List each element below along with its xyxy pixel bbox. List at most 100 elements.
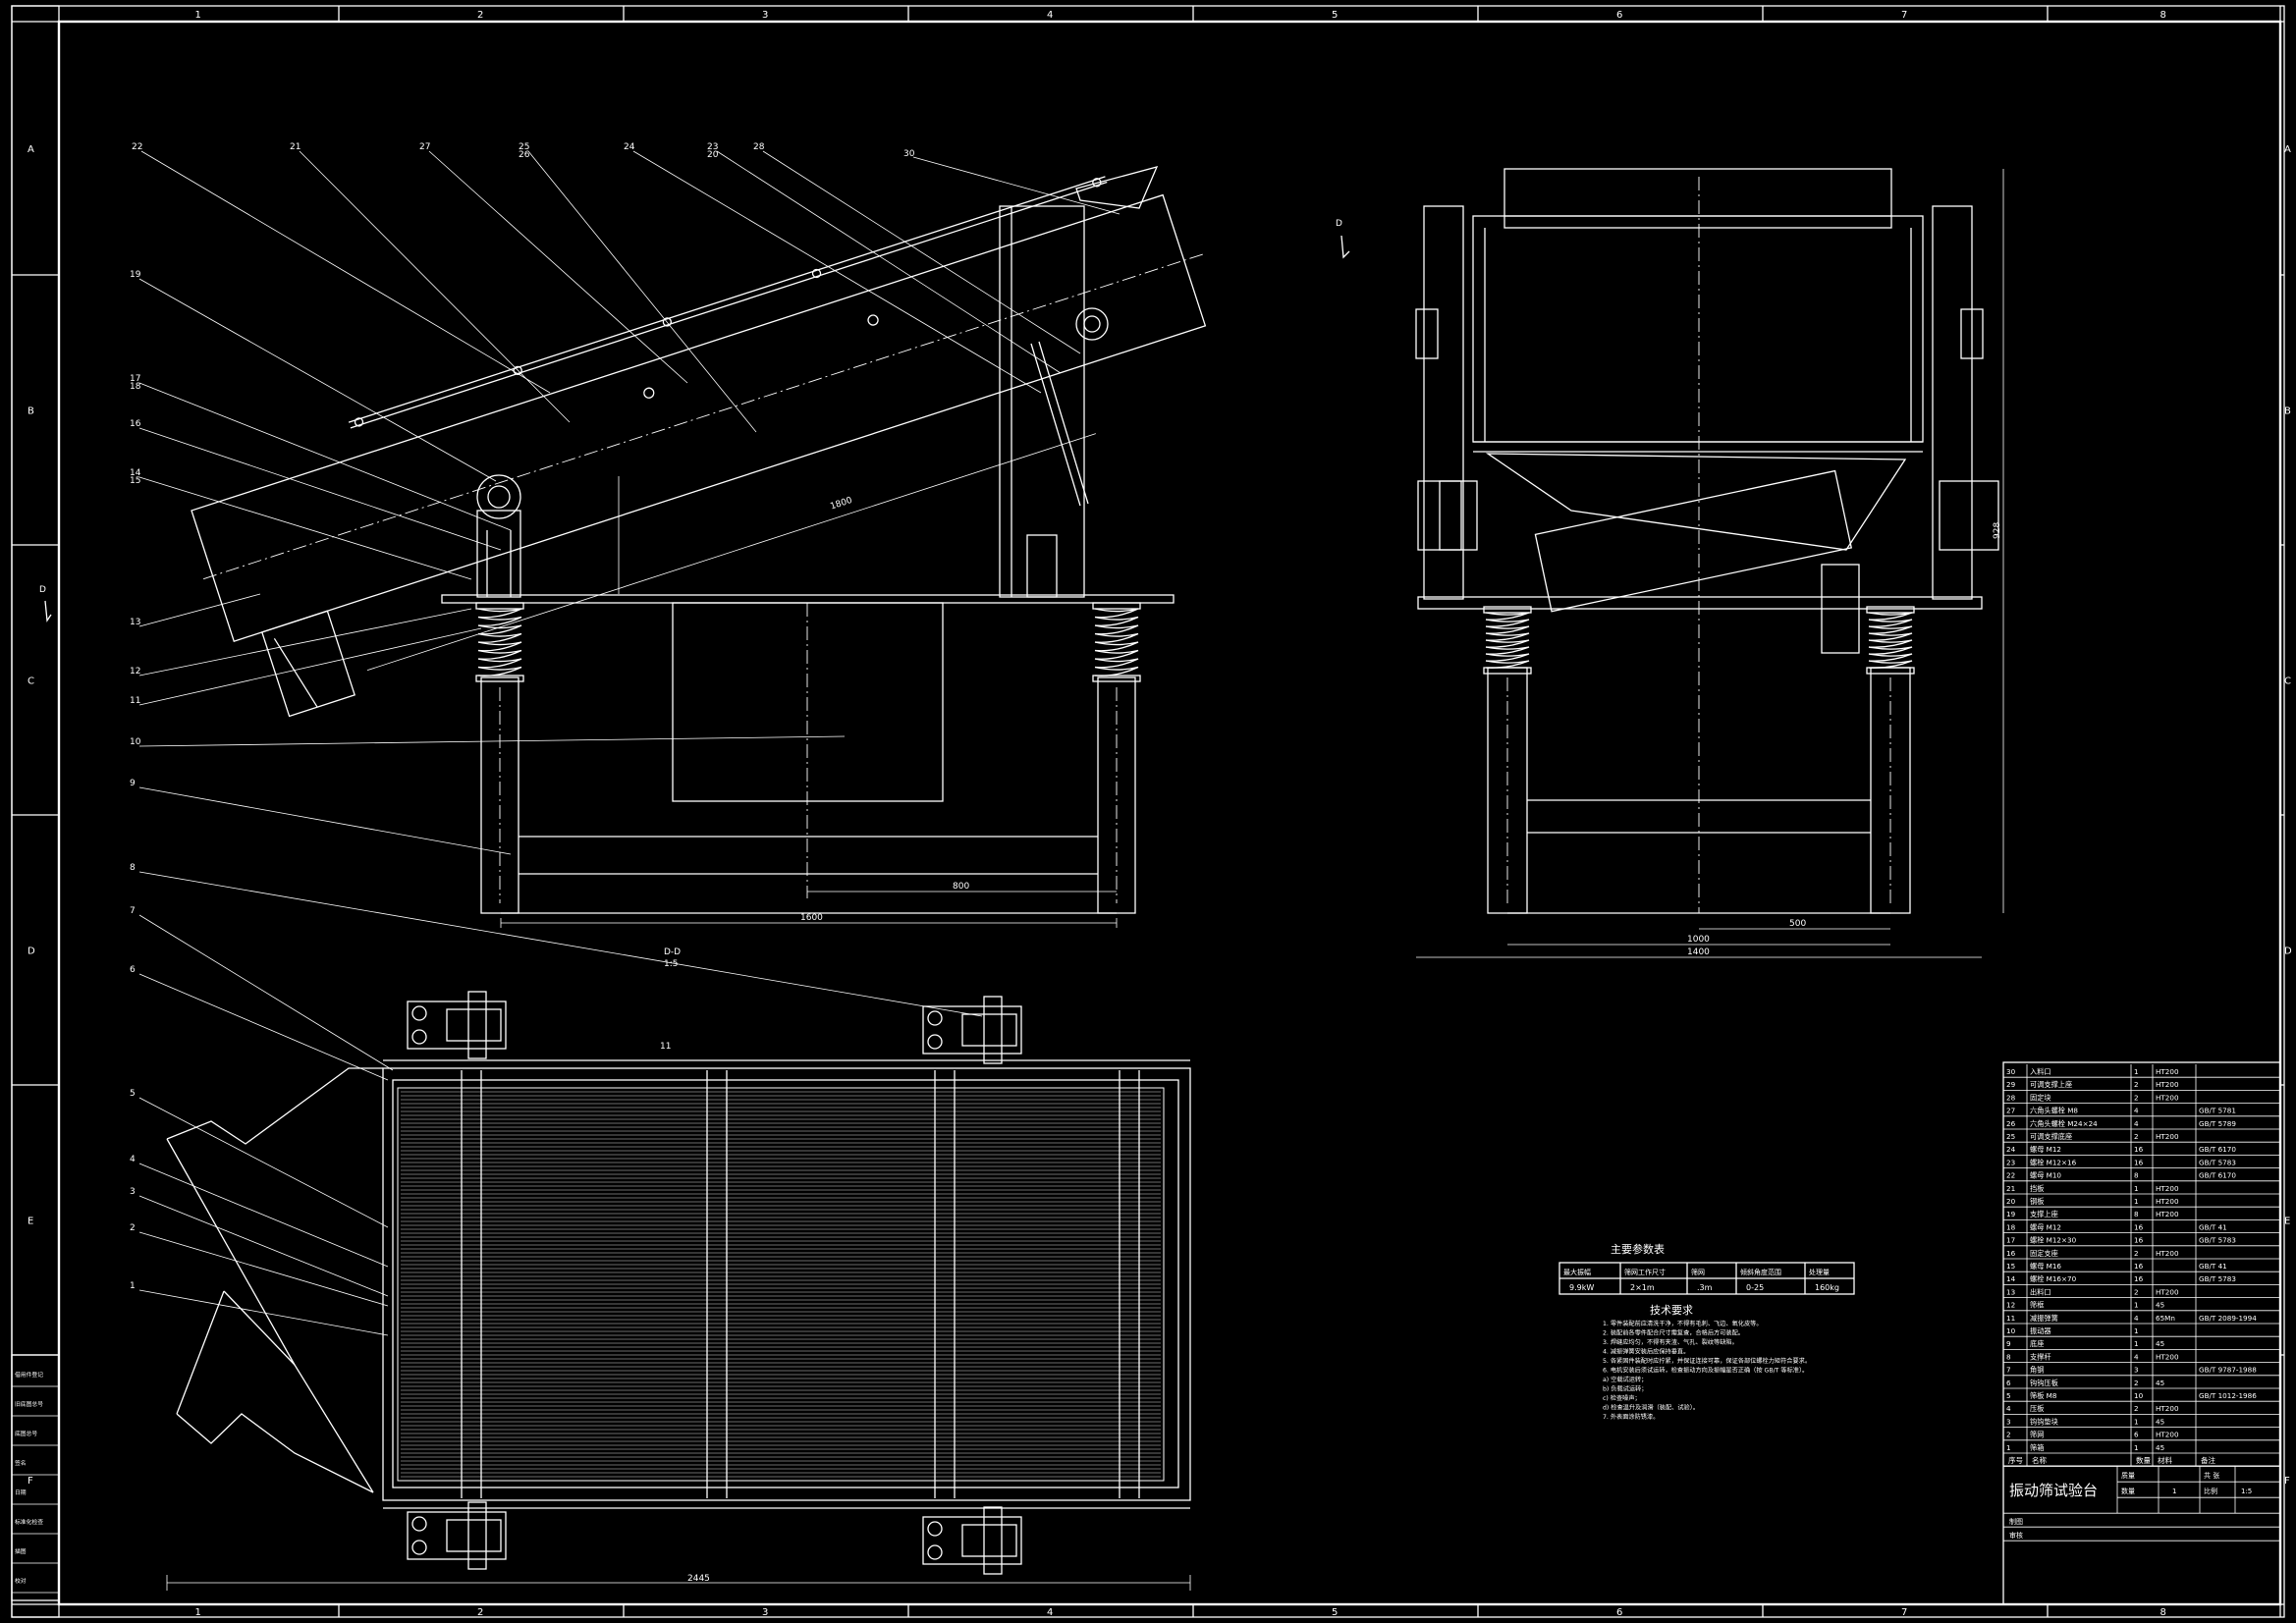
col-label-top-7: 7	[1901, 10, 1907, 21]
row-label-left-B: B	[27, 406, 34, 417]
tb-count-label: 数量	[2121, 1487, 2135, 1495]
tb-sign-1: 审核	[2009, 1531, 2023, 1540]
bom-r19-c3: HT200	[2156, 1210, 2179, 1218]
tech-note-line-7: b) 负载试运转；	[1603, 1385, 1647, 1393]
bom-r11-c3: 65Mn	[2156, 1314, 2175, 1323]
params-header-0: 最大振幅	[1563, 1268, 1591, 1276]
side-section-mark: D	[39, 585, 46, 595]
bom-r2-c2: 6	[2134, 1431, 2139, 1439]
tb-weight-label: 质量	[2121, 1471, 2135, 1480]
bom-header-2: 数量	[2136, 1455, 2152, 1465]
bom-r16-c0: 16	[2006, 1249, 2016, 1258]
bom-r27-c0: 27	[2006, 1107, 2015, 1115]
rev-label-1: 旧底图总号	[15, 1400, 43, 1408]
balloon-20: 20	[707, 150, 719, 160]
col-label-top-2: 2	[477, 10, 483, 21]
plan-view: D-D 1:5 2445 11	[166, 947, 1191, 1591]
bom-r24-c4: GB/T 6170	[2199, 1145, 2236, 1154]
row-label-right-F: F	[2284, 1476, 2290, 1487]
bom-header-3: 材料	[2158, 1455, 2173, 1465]
bom-r1-c2: 1	[2134, 1443, 2139, 1452]
balloon-7: 7	[130, 906, 136, 916]
bom-r28-c1: 固定块	[2030, 1093, 2051, 1102]
bom-r12-c1: 筛框	[2030, 1301, 2044, 1310]
bom-r23-c0: 23	[2006, 1158, 2015, 1166]
balloon-17: 17	[130, 374, 140, 384]
params-value-2: .3m	[1697, 1283, 1713, 1292]
bom-r7-c4: GB/T 9787-1988	[2199, 1366, 2257, 1375]
balloon-28: 28	[753, 142, 765, 152]
balloon-14: 14	[130, 468, 141, 478]
bom-r8-c0: 8	[2006, 1352, 2011, 1361]
bom-r8-c1: 支撑杆	[2030, 1352, 2051, 1361]
end-dim-overall: 1400	[1687, 947, 1710, 957]
tech-note-line-9: d) 检查温升及润滑（装配、试验）。	[1603, 1404, 1699, 1412]
end-dim-inner: 1000	[1687, 935, 1710, 945]
bom-r7-c2: 3	[2134, 1366, 2139, 1375]
bom-r30-c2: 1	[2134, 1067, 2139, 1076]
plan-callout-11: 11	[660, 1042, 671, 1052]
bom-r2-c3: HT200	[2156, 1431, 2179, 1439]
bom-r28-c3: HT200	[2156, 1093, 2179, 1102]
bom-r28-c2: 2	[2134, 1093, 2139, 1102]
bom-r19-c1: 支撑上座	[2030, 1210, 2058, 1218]
balloon-21: 21	[290, 142, 301, 152]
rev-label-5: 标准化检查	[15, 1518, 43, 1526]
params-value-4: 160kg	[1815, 1283, 1839, 1292]
bom-r7-c1: 角钢	[2030, 1366, 2044, 1375]
col-label-bottom-8: 8	[2160, 1607, 2166, 1618]
bom-r21-c2: 1	[2134, 1184, 2139, 1193]
bom-r13-c3: HT200	[2156, 1287, 2179, 1296]
balloon-16: 16	[130, 419, 141, 429]
bom-r27-c4: GB/T 5781	[2199, 1107, 2236, 1115]
bom-r13-c0: 13	[2006, 1287, 2015, 1296]
bom-r1-c3: 45	[2156, 1443, 2164, 1452]
bom-r14-c4: GB/T 5783	[2199, 1274, 2236, 1283]
bom-r25-c0: 25	[2006, 1132, 2015, 1141]
bom-r24-c0: 24	[2006, 1145, 2016, 1154]
row-label-right-E: E	[2284, 1217, 2290, 1227]
bom-r23-c2: 16	[2134, 1158, 2144, 1166]
tb-count-value: 1	[2172, 1488, 2176, 1495]
bom-r16-c1: 固定支座	[2030, 1249, 2058, 1258]
bom-header-4: 备注	[2201, 1455, 2216, 1465]
bom-r22-c2: 8	[2134, 1171, 2139, 1180]
bom-r9-c2: 1	[2134, 1339, 2139, 1348]
bom-r30-c3: HT200	[2156, 1067, 2179, 1076]
bom-r9-c3: 45	[2156, 1339, 2164, 1348]
balloon-27: 27	[419, 142, 430, 152]
bom-r18-c2: 16	[2134, 1222, 2144, 1231]
bom-r21-c0: 21	[2006, 1184, 2015, 1193]
tech-note-line-3: 4. 减振弹簧安装后应保持垂直。	[1603, 1348, 1689, 1356]
bom-r6-c1: 钩钩压板	[2030, 1379, 2058, 1387]
bom-r25-c1: 可调支撑底座	[2030, 1132, 2072, 1141]
plan-dim-length: 2445	[687, 1574, 710, 1584]
bom-r20-c0: 20	[2006, 1197, 2016, 1206]
balloon-13: 13	[130, 618, 140, 627]
screen-mesh	[397, 1087, 1165, 1482]
bom-r11-c2: 4	[2134, 1314, 2139, 1323]
bom-r3-c2: 1	[2134, 1417, 2139, 1426]
bom-r17-c0: 17	[2006, 1236, 2015, 1245]
rev-label-6: 描图	[15, 1547, 27, 1555]
tech-note-line-6: a) 空载试运转；	[1603, 1376, 1647, 1383]
bom-r1-c0: 1	[2006, 1443, 2011, 1452]
rev-label-3: 签名	[15, 1459, 27, 1467]
bom-r2-c0: 2	[2006, 1431, 2011, 1439]
balloon-23: 23	[707, 142, 718, 152]
bom-r6-c0: 6	[2006, 1379, 2011, 1387]
balloon-18: 18	[130, 382, 141, 392]
plan-view-scale: 1:5	[664, 959, 678, 969]
bom-r20-c3: HT200	[2156, 1197, 2179, 1206]
bom-r27-c1: 六角头螺栓 M8	[2030, 1107, 2078, 1115]
bom-r14-c1: 螺栓 M16×70	[2030, 1274, 2077, 1283]
params-header-2: 筛网	[1691, 1268, 1705, 1276]
bom-header-1: 名称	[2032, 1455, 2048, 1465]
bom-r10-c2: 1	[2134, 1326, 2139, 1335]
params-title: 主要参数表	[1611, 1242, 1665, 1256]
